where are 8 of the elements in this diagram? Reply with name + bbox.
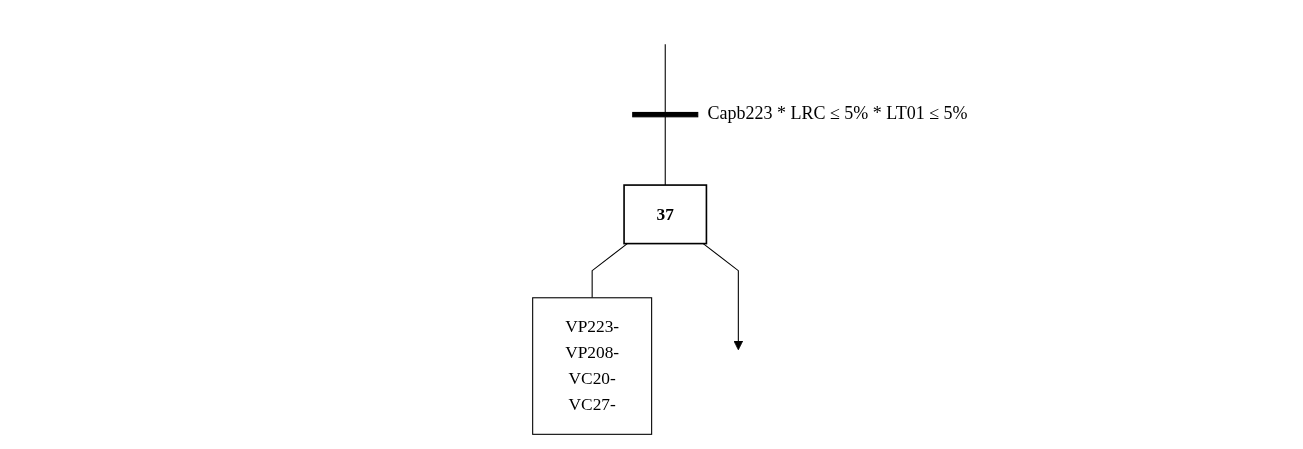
transition-condition: Capb223 * LRC ≤ 5% * LT01 ≤ 5% (707, 103, 968, 125)
connector (664, 115, 666, 186)
arrow (702, 242, 743, 350)
connector (664, 43, 666, 113)
node-box (531, 296, 652, 435)
node-box (623, 183, 707, 244)
connector (591, 242, 628, 298)
node-bar (631, 111, 699, 117)
